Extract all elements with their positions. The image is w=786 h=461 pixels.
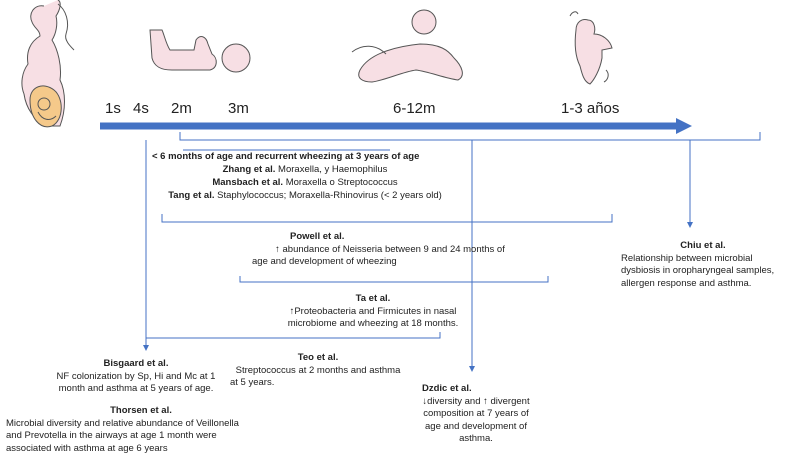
- powell-line2: age and development of wheezing: [252, 256, 397, 267]
- bisgaard-line2: month and asthma at 5 years of age.: [58, 383, 214, 394]
- ta-author: Ta et al.: [355, 293, 391, 304]
- toddler-standing-icon: [569, 11, 613, 85]
- bisgaard-line1: NF colonization by Sp, Hi and Mc at 1: [56, 370, 216, 382]
- tang-text: Staphylococcus; Moraxella-Rhinovirus (< …: [214, 190, 442, 201]
- thorsen-line3: associated with asthma at age 6 years: [6, 442, 168, 454]
- powell-author: Powell et al.: [290, 231, 345, 242]
- tick-1-3-anos: 1-3 años: [561, 100, 620, 117]
- mansbach-entry: Mansbach et al. Moraxella o Streptococcu…: [150, 177, 460, 190]
- tick-3m: 3m: [228, 100, 249, 117]
- tang-entry: Tang et al. Staphylococcus; Moraxella-Rh…: [150, 190, 460, 203]
- dzdic-block: Dzdic et al. ↓diversity and ↑ divergent …: [412, 383, 540, 446]
- teo-line2: at 5 years.: [230, 377, 275, 388]
- thorsen-line1: Microbial diversity and relative abundan…: [6, 417, 239, 429]
- powell-line1: ↑ abundance of Neisseria between 9 and 2…: [275, 243, 505, 255]
- dzdic-author: Dzdic et al.: [422, 383, 472, 394]
- tick-4s: 4s: [133, 100, 149, 117]
- zhang-text: Moraxella, y Haemophilus: [275, 164, 388, 175]
- thorsen-block: Thorsen et al. Microbial diversity and r…: [6, 405, 276, 455]
- group1-header: < 6 months of age and recurrent wheezing…: [152, 151, 420, 162]
- zhang-entry: Zhang et al. Moraxella, y Haemophilus: [150, 164, 460, 177]
- tick-1s: 1s: [105, 100, 121, 117]
- thorsen-line2: and Prevotella in the airways at age 1 m…: [6, 430, 217, 441]
- mansbach-text: Moraxella o Streptococcus: [283, 177, 398, 188]
- thorsen-author: Thorsen et al.: [110, 405, 172, 416]
- tick-2m: 2m: [171, 100, 192, 117]
- ta-line2: microbiome and wheezing at 18 months.: [287, 318, 459, 329]
- ta-line1: ↑Proteobacteria and Firmicutes in nasal: [289, 305, 457, 317]
- dzdic-line1: ↓diversity and ↑ divergent: [422, 395, 530, 407]
- powell-block: Powell et al. ↑ abundance of Neisseria b…: [240, 231, 540, 269]
- dzdic-line2: composition at 7 years of: [423, 408, 529, 419]
- chiu-line2: dysbiosis in oropharyngeal samples,: [621, 265, 775, 276]
- dzdic-line4: asthma.: [459, 433, 493, 444]
- teo-block: Teo et al. Streptococcus at 2 months and…: [230, 352, 406, 390]
- tang-author: Tang et al.: [168, 190, 215, 201]
- bisgaard-author: Bisgaard et al.: [103, 358, 169, 369]
- chiu-block: Chiu et al. Relationship between microbi…: [621, 240, 785, 290]
- baby-lying-icon: [149, 29, 251, 73]
- chiu-author: Chiu et al.: [680, 240, 726, 251]
- teo-line1: Streptococcus at 2 months and asthma: [235, 364, 401, 376]
- chiu-line1: Relationship between microbial: [621, 252, 753, 264]
- bisgaard-block: Bisgaard et al. NF colonization by Sp, H…: [36, 358, 236, 396]
- zhang-author: Zhang et al.: [222, 164, 276, 175]
- ta-block: Ta et al. ↑Proteobacteria and Firmicutes…: [268, 293, 478, 331]
- pregnant-woman-icon: [21, 0, 75, 128]
- crawling-child-icon: [351, 9, 463, 83]
- teo-author: Teo et al.: [297, 352, 339, 363]
- mansbach-author: Mansbach et al.: [212, 177, 284, 188]
- dzdic-line3: age and development of: [425, 420, 527, 432]
- chiu-line3: allergen response and asthma.: [621, 277, 752, 289]
- tick-6-12m: 6-12m: [393, 100, 436, 117]
